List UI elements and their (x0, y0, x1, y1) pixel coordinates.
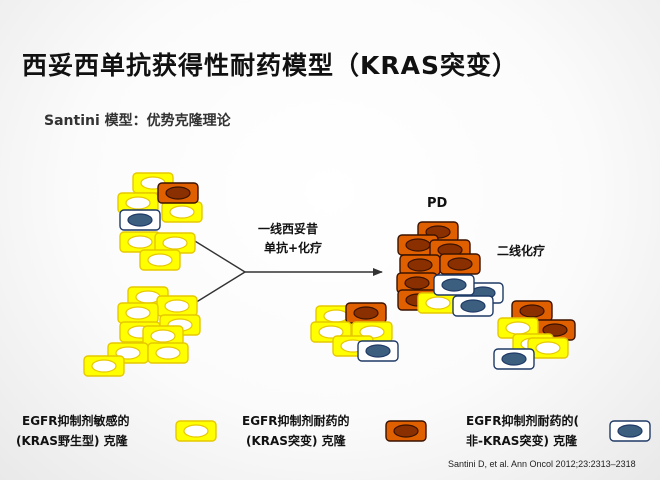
legend-sensitive-label-line1: EGFR抑制剂敏感的 (22, 414, 130, 428)
kras-resistant-clone-cell (385, 420, 427, 442)
sensitive-clone-cell (139, 249, 181, 271)
kras-resistant-clone-cell (511, 300, 553, 322)
non-kras-resistant-clone-cell (609, 420, 651, 442)
sensitive-clone-cell (83, 355, 125, 377)
legend-cell-icons (175, 420, 651, 442)
sensitive-clone-cell (119, 231, 161, 253)
sensitive-clone-cell (417, 292, 459, 314)
treatment-arrow (189, 237, 383, 307)
non-kras-resistant-clone-cell (493, 348, 535, 370)
sensitive-clone-cell (117, 302, 159, 324)
sensitive-clone-cell (156, 295, 198, 317)
legend-nonkras-label-line2: 非-KRAS突变) 克隆 (466, 434, 578, 448)
non-kras-resistant-clone-cell (452, 295, 494, 317)
kras-resistant-clone-cell (345, 302, 387, 324)
kras-resistant-clone-cell (157, 182, 199, 204)
sensitive-clone-cell (175, 420, 217, 442)
kras-resistant-clone-cell (399, 254, 441, 276)
kras-resistant-clone-cell (439, 253, 481, 275)
sensitive-clone-cell (527, 337, 569, 359)
slide-subtitle: Santini 模型：优势克隆理论 (44, 113, 231, 129)
sensitive-clone-cell (147, 342, 189, 364)
slide-title: 西妥西单抗获得性耐药模型（KRAS突变） (22, 51, 518, 80)
treatment-label-line2: 单抗+化疗 (264, 241, 323, 255)
sensitive-clone-cell (161, 201, 203, 223)
pd-label: PD (427, 196, 448, 211)
sensitive-clone-cell (497, 317, 539, 339)
legend-kras-label-line2: (KRAS突变) 克隆 (246, 434, 346, 448)
sensitive-clone-cell (142, 325, 184, 347)
second-line-label: 二线化疗 (497, 244, 546, 258)
citation: Santini D, et al. Ann Oncol 2012;23:2313… (448, 459, 636, 469)
treatment-label-line1: 一线西妥昔 (258, 222, 319, 236)
cell-clusters (83, 172, 576, 377)
kras-resistant-clone-cell (397, 234, 439, 256)
non-kras-resistant-clone-cell (119, 209, 161, 231)
non-kras-resistant-clone-cell (433, 274, 475, 296)
legend-kras-label-line1: EGFR抑制剂耐药的 (242, 414, 350, 428)
legend-sensitive-label-line2: (KRAS野生型) 克隆 (16, 434, 128, 448)
legend-nonkras-label-line1: EGFR抑制剂耐药的( (466, 414, 579, 428)
non-kras-resistant-clone-cell (357, 340, 399, 362)
sensitive-clone-cell (154, 232, 196, 254)
